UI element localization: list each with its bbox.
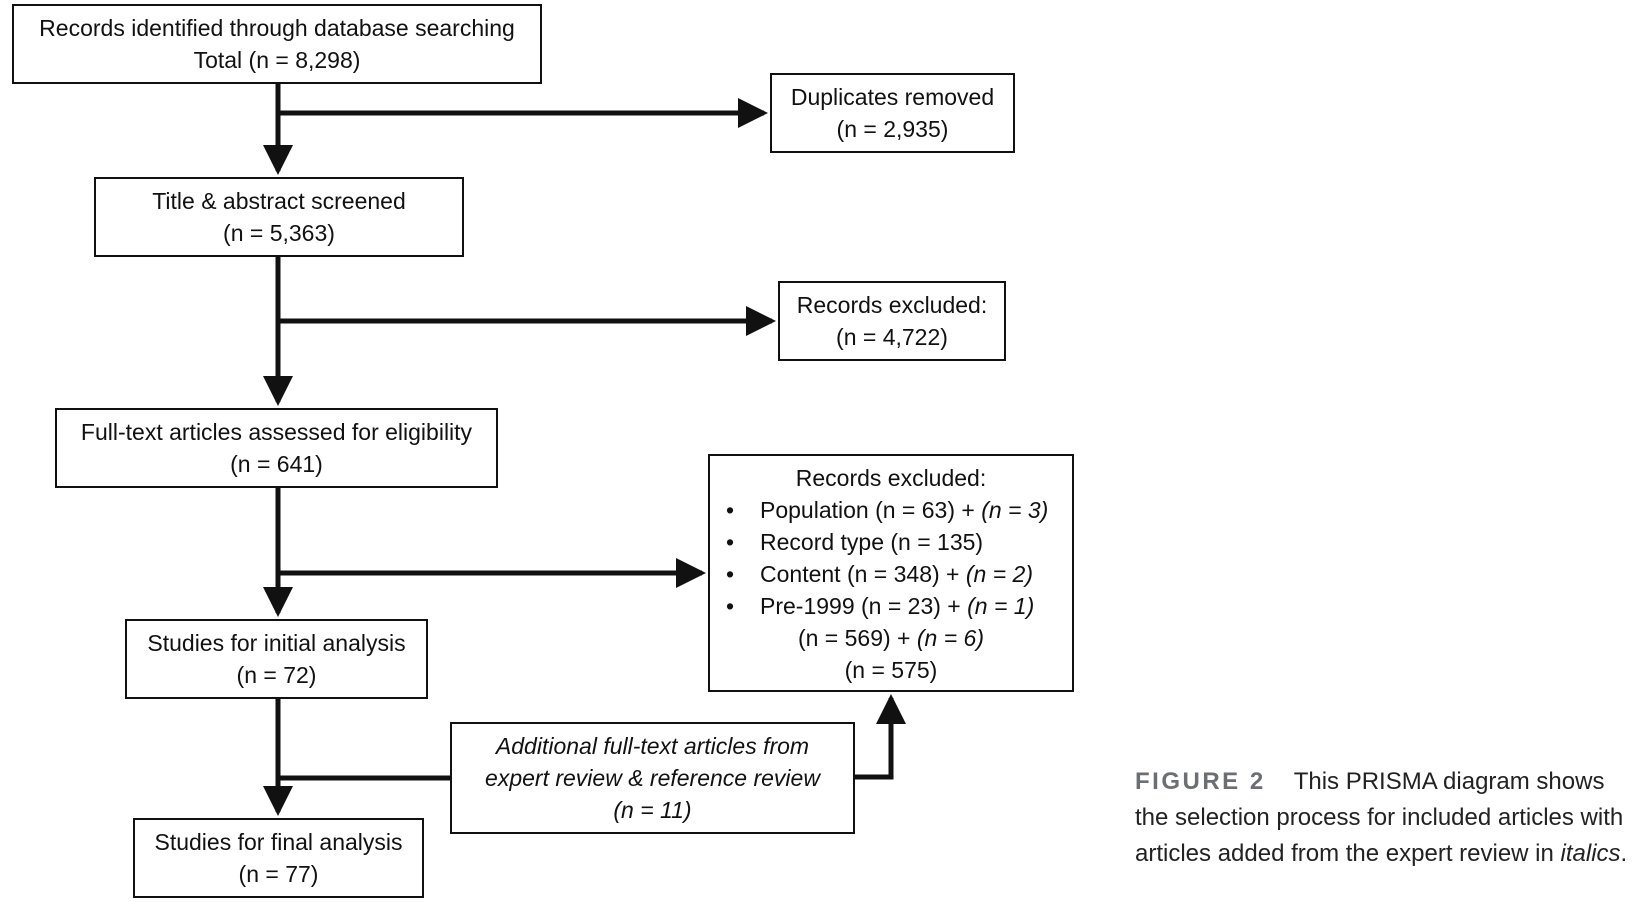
excluded-screening-count: (n = 4,722)	[836, 324, 948, 350]
records-identified-box: Records identified through database sear…	[12, 4, 542, 84]
bullet-icon: •	[726, 529, 735, 555]
figure-label: FIGURE 2	[1135, 768, 1266, 795]
bullet-icon: •	[726, 561, 735, 587]
records-identified-count: Total (n = 8,298)	[193, 47, 361, 73]
arrow-additional-to-excluded	[855, 693, 906, 780]
duplicates-removed-label: Duplicates removed	[790, 84, 995, 110]
additional-count: (n = 11)	[613, 797, 692, 823]
exclusion-reasons-list: •Population (n = 63) + (n = 3) •Record t…	[710, 494, 1072, 622]
records-excluded-screening-box: Records excluded: (n = 4,722)	[778, 281, 1006, 361]
fulltext-label: Full-text articles assessed for eligibil…	[80, 419, 473, 445]
initial-analysis-label: Studies for initial analysis	[147, 630, 406, 656]
screened-count: (n = 5,363)	[223, 220, 335, 246]
fulltext-assessed-box: Full-text articles assessed for eligibil…	[55, 408, 498, 488]
exclusion-reason-item: •Record type (n = 135)	[710, 526, 1072, 558]
screened-label: Title & abstract screened	[152, 188, 406, 214]
bullet-icon: •	[726, 497, 735, 523]
exclusion-reason-item: •Population (n = 63) + (n = 3)	[710, 494, 1072, 526]
excluded-fulltext-total: (n = 575)	[844, 657, 938, 683]
records-identified-label: Records identified through database sear…	[39, 15, 515, 41]
final-analysis-count: (n = 77)	[238, 861, 319, 887]
bullet-icon: •	[726, 593, 735, 619]
duplicates-removed-box: Duplicates removed (n = 2,935)	[770, 73, 1015, 153]
caption-text: This PRISMA diagram shows the selection …	[1135, 768, 1624, 867]
title-abstract-screened-box: Title & abstract screened (n = 5,363)	[94, 177, 464, 257]
additional-label-line1: Additional full-text articles from	[495, 733, 810, 759]
fulltext-count: (n = 641)	[230, 451, 323, 477]
initial-analysis-count: (n = 72)	[236, 662, 317, 688]
excluded-fulltext-subtotal: (n = 569) + (n = 6)	[797, 625, 985, 651]
additional-articles-box: Additional full-text articles from exper…	[450, 722, 855, 834]
exclusion-reason-item: •Pre-1999 (n = 23) + (n = 1)	[710, 590, 1072, 622]
final-analysis-label: Studies for final analysis	[154, 829, 403, 855]
caption-italic-word: italics	[1560, 840, 1621, 867]
additional-label-line2: expert review & reference review	[485, 765, 820, 791]
caption-end: .	[1620, 840, 1628, 867]
excluded-screening-label: Records excluded:	[796, 292, 988, 318]
studies-final-analysis-box: Studies for final analysis (n = 77)	[133, 818, 424, 898]
excluded-fulltext-title: Records excluded:	[795, 465, 987, 491]
exclusion-reason-item: •Content (n = 348) + (n = 2)	[710, 558, 1072, 590]
studies-initial-analysis-box: Studies for initial analysis (n = 72)	[125, 619, 428, 699]
duplicates-removed-count: (n = 2,935)	[836, 116, 949, 142]
records-excluded-fulltext-box: Records excluded: •Population (n = 63) +…	[708, 454, 1074, 692]
